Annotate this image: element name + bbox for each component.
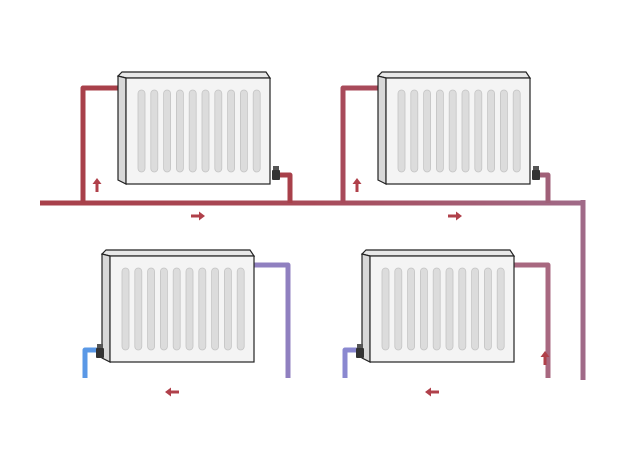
radiator-fin [496,267,505,351]
radiator-fin [236,267,245,351]
radiator-fin [134,267,143,351]
radiator-fin [239,89,248,173]
radiator-fin [227,89,236,173]
radiator-fin [474,89,483,173]
radiator-fin [458,267,467,351]
radiator-fin [252,89,261,173]
valve-icon [356,344,364,358]
radiator-top [360,249,516,257]
radiator-fin [448,89,457,173]
radiator-fin [381,267,390,351]
valve-icon [272,166,280,180]
radiator-fin [175,89,184,173]
radiator-fin [483,267,492,351]
flow-arrow-icon [165,387,179,397]
radiator-fin [188,89,197,173]
radiator-front [109,255,255,363]
flow-arrow-icon [540,351,550,365]
radiator-fin [147,267,156,351]
r3-return-pipe [82,347,100,378]
radiator-fin [214,89,223,173]
r2-supply-pipe [340,85,382,203]
r4-supply-pipe [510,262,551,378]
radiator-fin [419,267,428,351]
radiator-fin [172,267,181,351]
radiator-side [101,253,111,363]
radiator-fin [150,89,159,173]
radiator-fin [461,89,470,173]
r1-supply-pipe [80,85,122,203]
radiator-front [385,77,531,185]
radiator-top [116,71,272,79]
radiator-fin [137,89,146,173]
radiator-fin [159,267,168,351]
radiator-fin [445,267,454,351]
flow-arrow-icon [448,211,462,221]
radiator-fin [410,89,419,173]
radiator-bottom-left [96,249,256,363]
radiator-fin [394,267,403,351]
radiator-side [377,75,387,185]
radiator-bottom-right [356,249,516,363]
radiator-side [361,253,371,363]
radiator-fin [211,267,220,351]
radiator-fin [487,89,496,173]
radiator-fin [512,89,521,173]
radiator-top [100,249,256,257]
radiator-side [117,75,127,185]
radiator-fin [423,89,432,173]
flow-arrow-icon [191,211,205,221]
radiator-fin [407,267,416,351]
radiator-top [376,71,532,79]
radiator-fin [397,89,406,173]
radiator-fin [432,267,441,351]
radiator-fin [163,89,172,173]
valve-icon [532,166,540,180]
flow-arrow-icon [92,178,102,192]
valve-icon [96,344,104,358]
radiator-fin [223,267,232,351]
flow-arrow-icon [425,387,439,397]
radiator-fin [198,267,207,351]
flow-arrow-icon [352,178,362,192]
pipes [40,85,586,381]
radiator-fin [471,267,480,351]
radiator-fin [499,89,508,173]
radiator-fin [435,89,444,173]
radiator-front [125,77,271,185]
radiator-fin [185,267,194,351]
radiator-fin [121,267,130,351]
radiator-front [369,255,515,363]
radiator-top-left [116,71,280,185]
radiator-top-right [376,71,540,185]
r3-supply-pipe [250,262,291,378]
radiator-fin [201,89,210,173]
